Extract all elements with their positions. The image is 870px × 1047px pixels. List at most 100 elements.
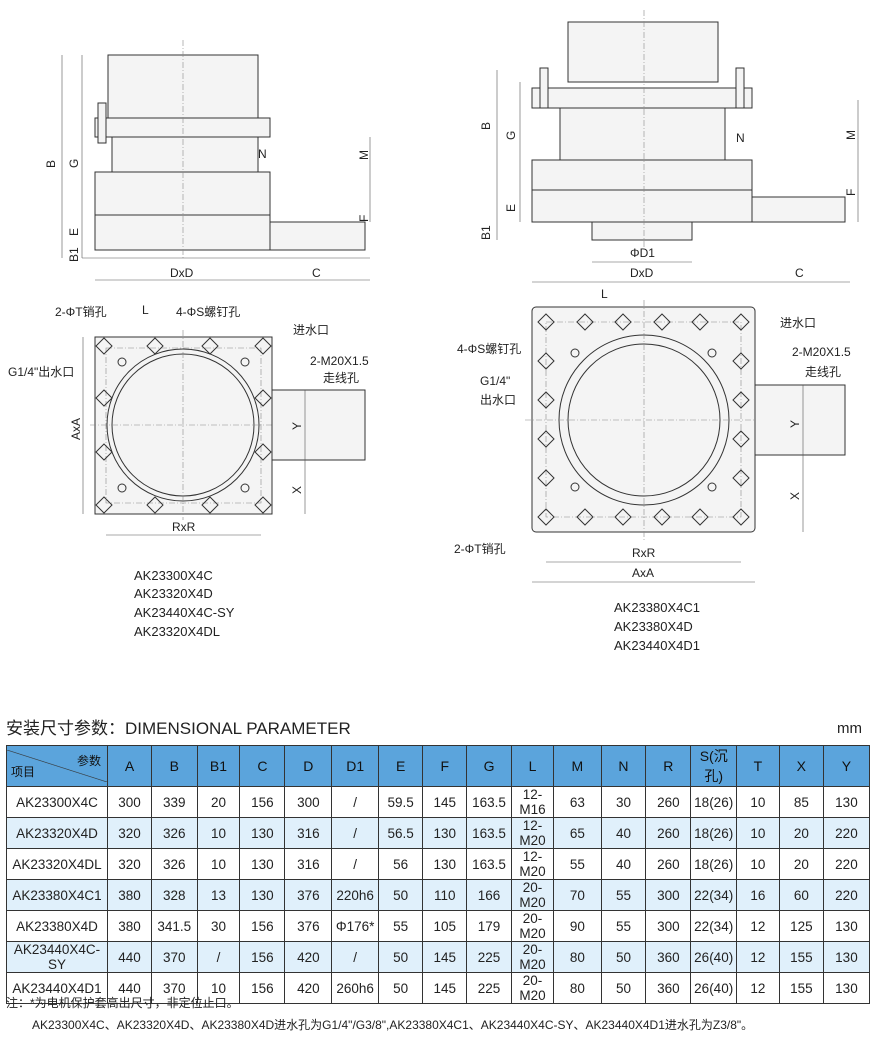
left-top-view: 2-ΦT销孔 L 4-ΦS螺钉孔 进水口 G1/4"出水口 2-M20X1.5 … [8, 303, 369, 639]
value-cell: 20 [778, 848, 824, 880]
table-title: 安装尺寸参数：DIMENSIONAL PARAMETER [6, 719, 351, 738]
label-pin-hole: 2-ΦT销孔 [454, 542, 506, 556]
column-header: G [466, 745, 512, 787]
model-cell: AK23440X4C-SY [6, 941, 108, 973]
value-cell: 380 [106, 879, 153, 911]
corner-param: 参数 [76, 754, 101, 768]
value-cell: 12 [736, 941, 780, 973]
label-screw-hole: 4-ΦS螺钉孔 [176, 305, 240, 319]
value-cell: 326 [151, 817, 198, 849]
value-cell: 339 [151, 786, 198, 818]
label-cable-hole: 2-M20X1.5 [792, 345, 851, 359]
value-cell: / [331, 817, 379, 849]
label-E: E [67, 228, 81, 236]
value-cell: 155 [778, 972, 824, 1004]
value-cell: 360 [645, 941, 692, 973]
value-cell: 18(26) [690, 786, 738, 818]
value-cell: 12 [736, 972, 780, 1004]
label-L: L [142, 303, 149, 317]
label-G: G [67, 159, 81, 168]
value-cell: 300 [106, 786, 153, 818]
value-cell: 440 [106, 972, 153, 1004]
value-cell: 130 [822, 972, 870, 1004]
value-cell: 220 [822, 848, 870, 880]
bolt-hole-icon [254, 337, 272, 355]
value-cell: 300 [645, 879, 692, 911]
value-cell: 130 [822, 910, 870, 942]
value-cell: 220 [822, 879, 870, 911]
model-name: AK23300X4C [134, 568, 213, 583]
label-C: C [795, 266, 804, 280]
model-cell: AK23320X4DL [6, 848, 108, 880]
bolt-hole-icon [537, 469, 555, 487]
value-cell: 10 [196, 817, 241, 849]
value-cell: 179 [466, 910, 512, 942]
water-port-icon [117, 357, 127, 367]
model-name: AK23320X4D [134, 586, 213, 601]
value-cell: 376 [284, 879, 333, 911]
value-cell: 65 [553, 817, 602, 849]
value-cell: 320 [106, 817, 153, 849]
corner-item: 项目 [11, 765, 36, 779]
label-AxA: AxA [632, 566, 654, 580]
label-RxR: RxR [632, 546, 656, 560]
bolt-hole-icon [201, 496, 219, 514]
label-N: N [258, 147, 267, 161]
value-cell: 20 [196, 786, 241, 818]
water-port-icon [707, 482, 717, 492]
value-cell: 156 [239, 972, 286, 1004]
label-outlet: G1/4" [480, 374, 510, 388]
value-cell: 56.5 [377, 817, 424, 849]
water-port-icon [240, 357, 250, 367]
value-cell: 440 [106, 941, 153, 973]
column-header: M [553, 745, 602, 787]
bolt-hole-icon [254, 496, 272, 514]
column-header: X [778, 745, 824, 787]
label-cable-hole: 2-M20X1.5 [310, 354, 369, 368]
bolt-hole-icon [732, 469, 750, 487]
value-cell: 10 [736, 848, 780, 880]
value-cell: 130 [239, 879, 286, 911]
value-cell: 110 [422, 879, 468, 911]
value-cell: / [331, 848, 379, 880]
value-cell: 20-M20 [510, 879, 555, 911]
value-cell: 130 [422, 848, 468, 880]
water-port-icon [570, 348, 580, 358]
bolt-hole-icon [254, 389, 272, 407]
value-cell: 156 [239, 910, 286, 942]
label-DxD: DxD [630, 266, 654, 280]
value-cell: 326 [151, 848, 198, 880]
bolt-hole-icon [732, 313, 750, 331]
value-cell: 316 [284, 848, 333, 880]
label-pin-hole: 2-ΦT销孔 [55, 305, 107, 319]
value-cell: 22(34) [690, 910, 738, 942]
value-cell: 155 [778, 941, 824, 973]
bolt-hole-icon [537, 430, 555, 448]
value-cell: / [331, 786, 379, 818]
bolt-hole-icon [732, 352, 750, 370]
model-cell: AK23440X4D1 [6, 972, 108, 1004]
bolt-hole-icon [95, 443, 113, 461]
label-outlet-2: 出水口 [480, 393, 516, 407]
corner-header: 参数项目 [6, 745, 108, 787]
value-cell: 300 [645, 910, 692, 942]
value-cell: 30 [600, 786, 647, 818]
column-header: B [151, 745, 198, 787]
model-cell: AK23380X4D [6, 910, 108, 942]
right-side-view: B G E B1 N M F ΦD1 DxD C [479, 10, 859, 283]
value-cell: 30 [196, 910, 241, 942]
value-cell: 225 [466, 972, 512, 1004]
value-cell: 70 [553, 879, 602, 911]
value-cell: / [331, 941, 379, 973]
bolt-hole-icon [95, 337, 113, 355]
value-cell: 260h6 [331, 972, 379, 1004]
bolt-hole-icon [732, 391, 750, 409]
value-cell: 60 [778, 879, 824, 911]
bolt-hole-icon [732, 430, 750, 448]
column-header: S(沉孔) [690, 745, 738, 787]
technical-drawings: B G E B1 N M F DxD C B G E B1 N M F ΦD1 … [8, 10, 859, 653]
